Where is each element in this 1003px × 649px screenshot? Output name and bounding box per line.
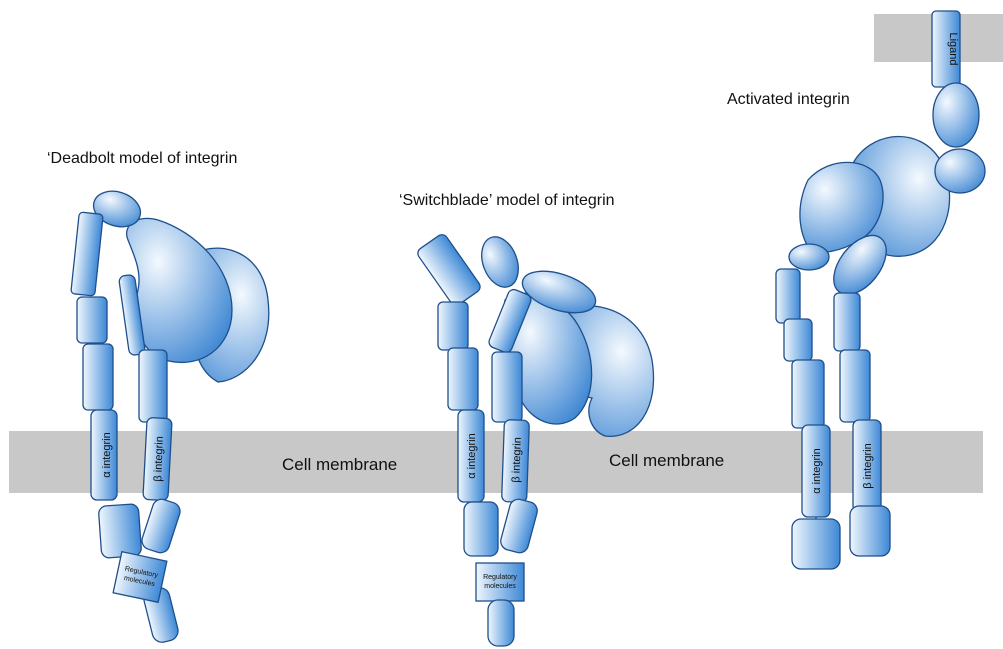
activated-alpha-knee: [789, 244, 829, 270]
switchblade-lower-tail: [488, 600, 514, 646]
switchblade-regulatory-label-1: Regulatory: [483, 574, 517, 581]
deadbolt-regulatory-box: [113, 552, 167, 603]
deadbolt-integrin: [71, 185, 269, 644]
activated-alpha-label: α integrin: [811, 448, 823, 494]
switchblade-alpha-leg-2: [438, 302, 468, 350]
activated-alpha-leg-3: [792, 360, 824, 428]
deadbolt-title: ‘Deadbolt model of integrin: [47, 150, 237, 168]
membrane-label-left: Cell membrane: [282, 455, 397, 475]
activated-alpha-leg-1: [776, 269, 800, 323]
switchblade-beta-tail: [499, 497, 540, 554]
switchblade-beta-label: β integrin: [510, 437, 524, 483]
switchblade-beta-leg-2: [492, 352, 522, 422]
deadbolt-alpha-tail: [98, 504, 142, 559]
switchblade-regulatory-label-2: molecules: [484, 583, 516, 590]
activated-beta-label: β integrin: [862, 443, 874, 488]
switchblade-alpha-leg-3: [448, 348, 478, 410]
switchblade-alpha-cap: [475, 232, 525, 292]
switchblade-alpha-label: α integrin: [466, 433, 478, 479]
activated-beta-leg-2: [840, 350, 870, 422]
activated-beta-leg-1: [834, 293, 860, 351]
switchblade-alpha-tail: [464, 502, 498, 556]
switchblade-alpha-leg-1: [416, 232, 483, 307]
activated-title: Activated integrin: [727, 91, 850, 109]
membrane-label-right: Cell membrane: [609, 451, 724, 471]
activated-beta-tail: [850, 506, 890, 556]
switchblade-title: ‘Switchblade’ model of integrin: [399, 192, 615, 210]
activated-alpha-leg-2: [784, 319, 812, 361]
deadbolt-alpha-leg-3: [83, 344, 113, 410]
activated-alpha-tail: [792, 519, 840, 569]
deadbolt-beta-label: β integrin: [152, 436, 166, 482]
deadbolt-beta-tail: [140, 497, 183, 555]
deadbolt-alpha-leg-2: [77, 297, 107, 343]
deadbolt-beta-leg-2: [139, 350, 167, 422]
ligand-label: Ligand: [947, 32, 959, 65]
switchblade-regulatory-box: [476, 563, 524, 601]
activated-beta-lower-domain: [935, 149, 985, 193]
deadbolt-alpha-leg-1: [71, 212, 103, 296]
activated-beta-i-domain: [933, 83, 979, 147]
deadbolt-alpha-label: α integrin: [101, 432, 113, 478]
